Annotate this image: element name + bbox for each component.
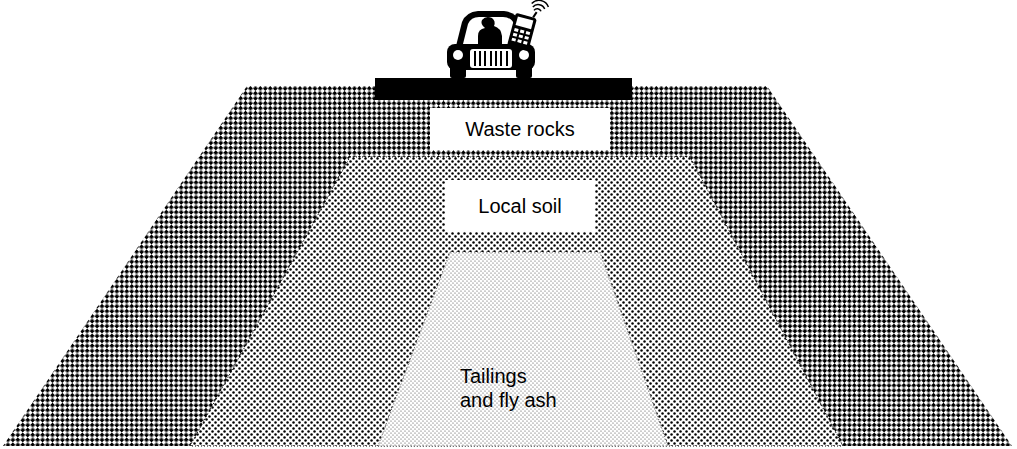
layer-label: Local soil (445, 180, 595, 232)
waste-rock-layer: Waste rocksLocal soilTailings and fly as… (3, 86, 1012, 446)
layer-label: Tailings and fly ash (460, 364, 562, 412)
local-soil-layer: Local soilTailings and fly ash (190, 157, 843, 446)
layer-fill (378, 252, 668, 446)
trapezoid-outline (378, 252, 668, 446)
layer-fill (190, 157, 843, 446)
layer-fill (3, 86, 1012, 446)
car-icon (447, 11, 535, 78)
phone-icon (507, 0, 550, 53)
layer-label: Waste rocks (430, 108, 610, 150)
tailings-core: Tailings and fly ash (378, 252, 668, 446)
